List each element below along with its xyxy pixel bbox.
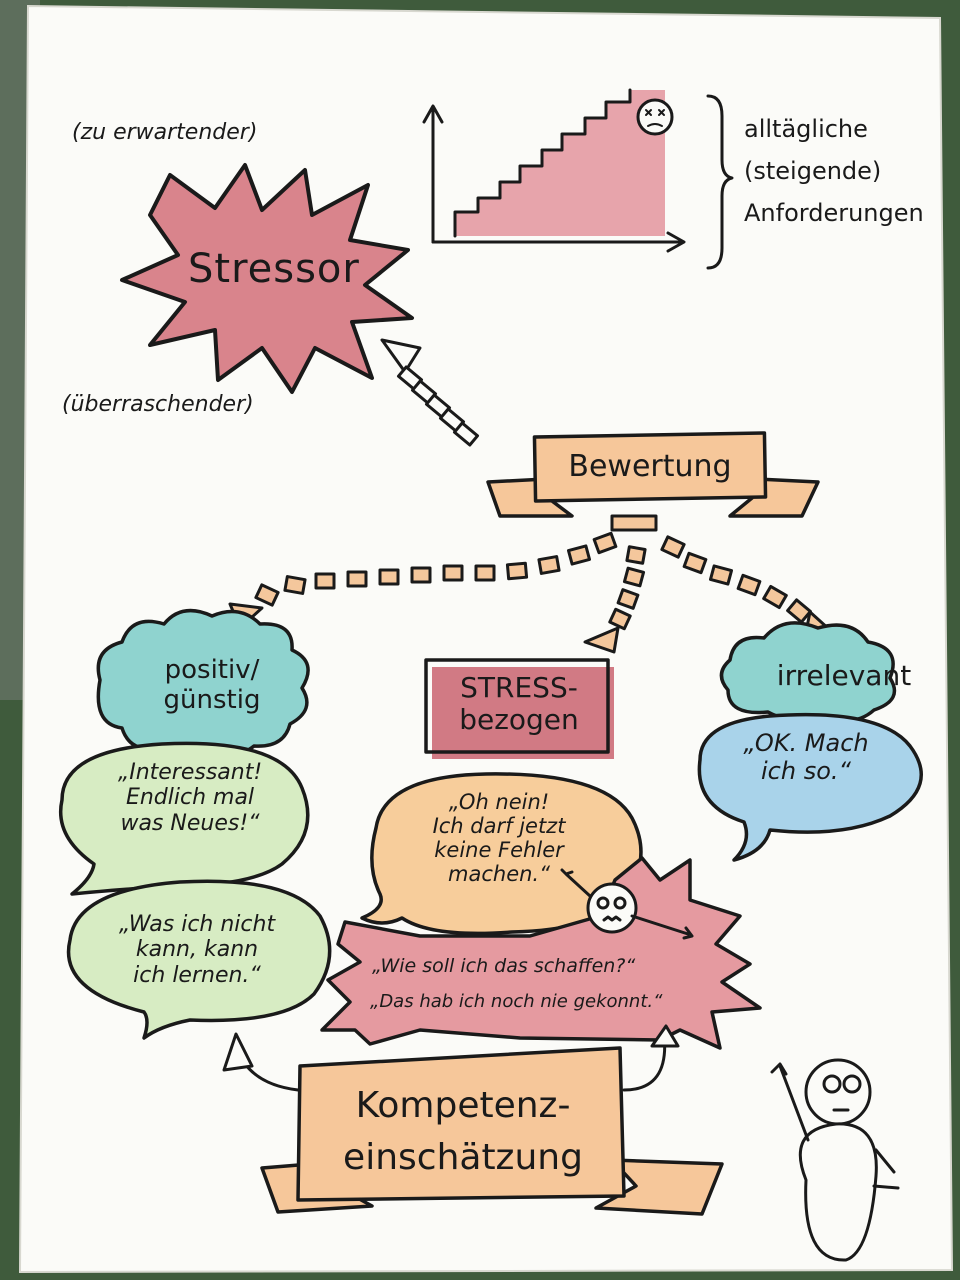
- irrelevant-label: irrelevant: [776, 659, 912, 692]
- stress-quote-3: „Das hab ich noch nie gekonnt.“: [370, 991, 663, 1012]
- stress-quote-2: „Wie soll ich das schaffen?“: [372, 955, 636, 977]
- kompetenz-banner-icon: [260, 1046, 724, 1216]
- irrelevant-quote: „OK. Mach ich so.“: [743, 729, 869, 785]
- staircase-chart-icon: [422, 88, 686, 253]
- thinking-figure-icon: [770, 1058, 900, 1262]
- segmented-arrow-up-icon: [380, 338, 480, 447]
- stressor-expected-label: (zu erwartender): [72, 120, 258, 145]
- positive-quote-2: „Was ich nicht kann, kann ich lernen.“: [118, 912, 276, 988]
- panicked-figure-icon: [560, 868, 694, 940]
- arrow-to-stress-head-icon: [650, 1024, 680, 1048]
- curly-brace-icon: [706, 94, 734, 270]
- positive-bubble-2-icon: [66, 879, 332, 1040]
- stress-burst-bottom-icon: [320, 856, 762, 1050]
- stressor-title: Stressor: [188, 246, 360, 292]
- stress-quote-1: „Oh nein! Ich darf jetzt keine Fehler ma…: [432, 790, 566, 887]
- arrow-to-positive-head-icon: [222, 1032, 254, 1072]
- irrelevant-bubble-icon: [697, 712, 923, 862]
- demands-label: alltägliche (steigende) Anforderungen: [744, 115, 924, 227]
- positive-quote-1: „Interessant! Endlich mal was Neues!“: [117, 760, 263, 836]
- stressor-surprising-label: (überraschender): [62, 392, 254, 417]
- competence-banner-label: Kompetenz- einschätzung: [343, 1085, 583, 1179]
- evaluation-banner-label: Bewertung: [568, 449, 732, 484]
- irrelevant-cloud-icon: [719, 621, 897, 723]
- positive-bubble-1-icon: [59, 741, 310, 896]
- stress-box-icon: [424, 658, 614, 759]
- stressor-burst-icon: [120, 163, 414, 394]
- bewertung-banner-icon: [486, 431, 820, 518]
- positive-label: positiv/ günstig: [163, 655, 261, 715]
- stress-label: STRESS- bezogen: [459, 671, 579, 737]
